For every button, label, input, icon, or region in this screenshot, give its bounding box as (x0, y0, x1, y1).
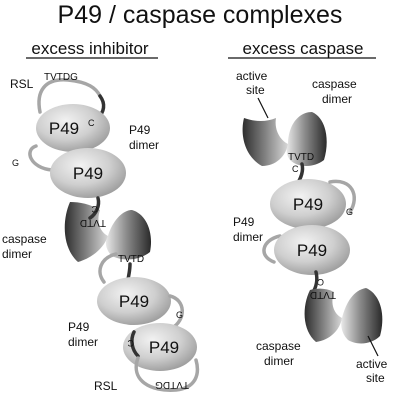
c-strand-bottom (130, 330, 140, 358)
heading-excess-caspase: excess caspase (243, 39, 364, 58)
caspase-half-right-top (286, 112, 327, 166)
tvtdg-label-top: TVTDG (44, 72, 78, 83)
caspase-half-right-bottom (341, 288, 383, 344)
p49-label-r1: P49 (293, 195, 323, 214)
g-label-2: G (176, 310, 183, 320)
caspase-dimer-label-left: caspase dimer (2, 232, 50, 261)
p49-label-4: P49 (149, 338, 179, 357)
caspase-half-left-top (242, 118, 288, 166)
caspase-half-right-1 (105, 210, 152, 260)
p49-label-r2: P49 (297, 241, 327, 260)
rsl-label-bottom: RSL (94, 379, 118, 393)
tvtd-label-2: TVTD (118, 254, 144, 265)
p49-ellipse-3 (97, 277, 171, 325)
p49-dimer-label-1: P49 dimer (129, 123, 159, 152)
p49-dimer-2-line2: dimer (68, 335, 98, 349)
p49-dimer-label-right: P49 dimer (233, 215, 263, 244)
active-site-top-line1: active (236, 69, 268, 83)
p49-dimer-2-line1: P49 (68, 320, 90, 334)
g-loop-r2 (262, 234, 282, 264)
left-panel: excess inhibitor RSL TVTDG P49 C P49 dim… (2, 39, 200, 393)
p49-ellipse-2 (50, 148, 126, 198)
loop-to-p49-3 (98, 252, 118, 284)
c-strand-mid (88, 196, 101, 220)
g-loop-1 (28, 144, 54, 172)
tvtdg-label-bottom: TVTDG (155, 379, 189, 390)
right-panel: excess caspase active site caspase dimer… (228, 39, 391, 385)
active-site-bottom-line1: active (356, 357, 388, 371)
rsl-loop-top (37, 78, 102, 114)
p49-ellipse-4 (123, 323, 197, 371)
tvtd-label-bottom: TVTD (310, 289, 336, 300)
active-site-top-line2: site (246, 83, 265, 97)
rsl-label-top: RSL (10, 77, 34, 91)
c-label-top: C (292, 164, 299, 174)
caspase-dimer-label-bottom: caspase dimer (256, 339, 304, 368)
rsl-loop-bottom (134, 356, 200, 392)
tvtd-label-1: TVTD (80, 217, 106, 228)
p49-ellipse-r2 (274, 225, 350, 275)
active-site-label-bottom: active site (356, 357, 391, 385)
p49-label-1: P49 (49, 119, 79, 138)
caspase-half-left-1 (64, 202, 108, 262)
p49-dimer-1-line2: dimer (129, 138, 159, 152)
caspase-dimer-bottom-line1: caspase (256, 339, 301, 353)
c-label-bottom: C (317, 277, 324, 287)
caspase-dimer-top-line2: dimer (322, 92, 352, 106)
caspase-dimer-left-line2: dimer (2, 247, 32, 261)
p49-ellipse-1 (36, 104, 110, 152)
active-site-pointer-bottom (367, 335, 379, 357)
caspase-half-left-bottom (304, 288, 342, 342)
heading-excess-inhibitor: excess inhibitor (31, 39, 149, 58)
g-loop-r1 (328, 179, 356, 214)
p49-dimer-right-line1: P49 (233, 215, 255, 229)
c-label-2: C (91, 204, 98, 214)
active-site-bottom-line2: site (366, 371, 385, 385)
p49-dimer-label-2: P49 dimer (68, 320, 98, 349)
caspase-dimer-left-line1: caspase (2, 232, 47, 246)
c-label-1: C (88, 118, 95, 128)
g-label-1: G (12, 158, 19, 168)
c-label-3: C (127, 338, 134, 348)
p49-dimer-right-line2: dimer (233, 230, 263, 244)
p49-dimer-1-line1: P49 (129, 123, 151, 137)
p49-label-3: P49 (119, 292, 149, 311)
active-site-label-top: active site (236, 69, 271, 97)
figure-title: P49 / caspase complexes (58, 1, 343, 29)
active-site-pointer-top (257, 97, 269, 119)
caspase-dimer-bottom-line2: dimer (264, 354, 294, 368)
caspase-dimer-top-line1: caspase (312, 77, 357, 91)
tvtd-label-top: TVTD (288, 152, 314, 163)
p49-ellipse-r1 (270, 179, 346, 229)
caspase-dimer-label-top: caspase dimer (312, 77, 360, 106)
g-label-r1: G (346, 207, 353, 217)
p49-label-2: P49 (73, 164, 103, 183)
